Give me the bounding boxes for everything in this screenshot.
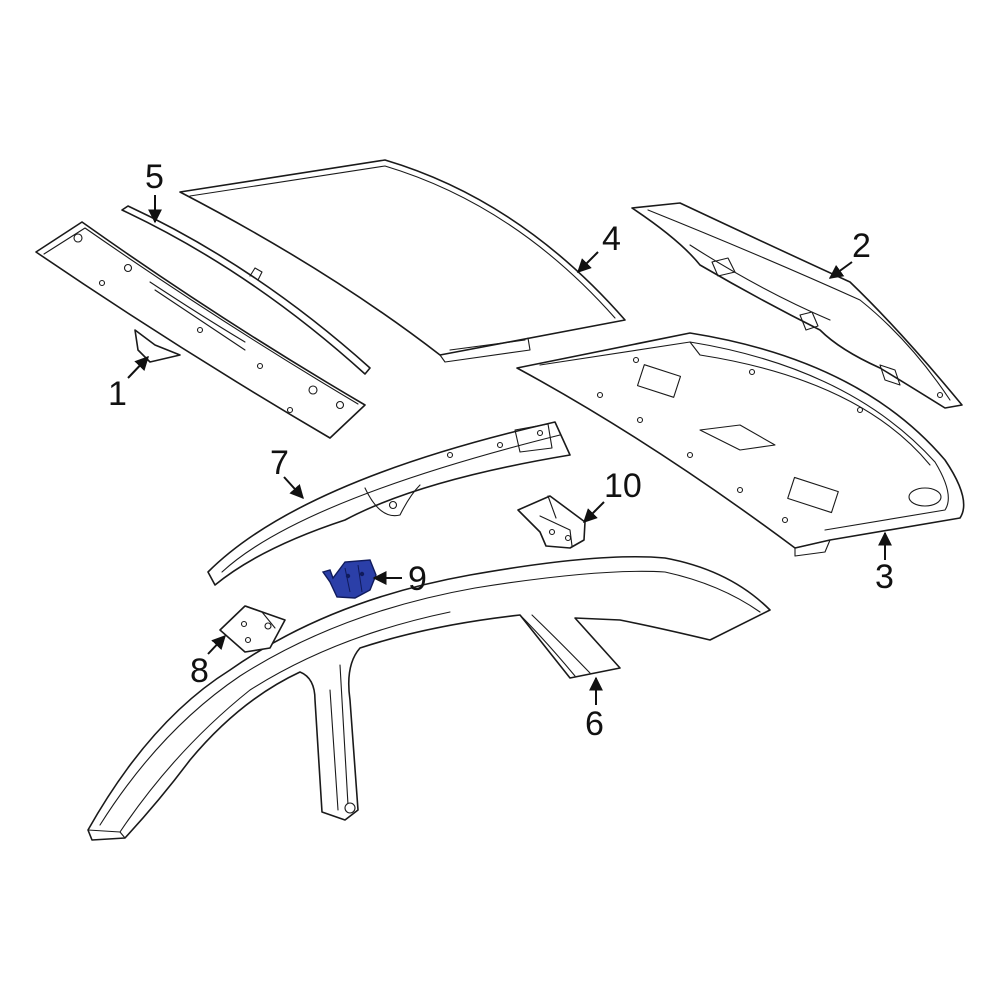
callout-9: 9 bbox=[408, 560, 427, 598]
callout-labels: 1 2 3 4 5 6 7 8 9 10 bbox=[108, 158, 894, 743]
roof-panel[interactable] bbox=[180, 160, 625, 362]
hinge-bracket-part-8[interactable] bbox=[220, 606, 285, 652]
callout-8: 8 bbox=[190, 652, 209, 690]
bracket-part-10[interactable] bbox=[518, 496, 585, 548]
leader-lines bbox=[127, 195, 892, 705]
callout-2: 2 bbox=[852, 227, 871, 265]
callout-1: 1 bbox=[108, 375, 127, 413]
roof-side-rail[interactable] bbox=[208, 422, 570, 585]
callout-6: 6 bbox=[585, 705, 604, 743]
callout-5: 5 bbox=[145, 158, 164, 196]
roof-seal-strip[interactable] bbox=[122, 206, 370, 374]
callout-3: 3 bbox=[875, 558, 894, 596]
front-roof-rail[interactable] bbox=[36, 222, 365, 438]
roof-inner-panel[interactable] bbox=[517, 333, 964, 556]
callout-10: 10 bbox=[604, 467, 642, 505]
callout-7: 7 bbox=[270, 444, 289, 482]
rear-roof-header[interactable] bbox=[632, 203, 962, 408]
body-side-frame[interactable] bbox=[88, 557, 770, 840]
highlighted-bracket-part-9[interactable] bbox=[323, 560, 376, 598]
callout-4: 4 bbox=[602, 220, 621, 258]
